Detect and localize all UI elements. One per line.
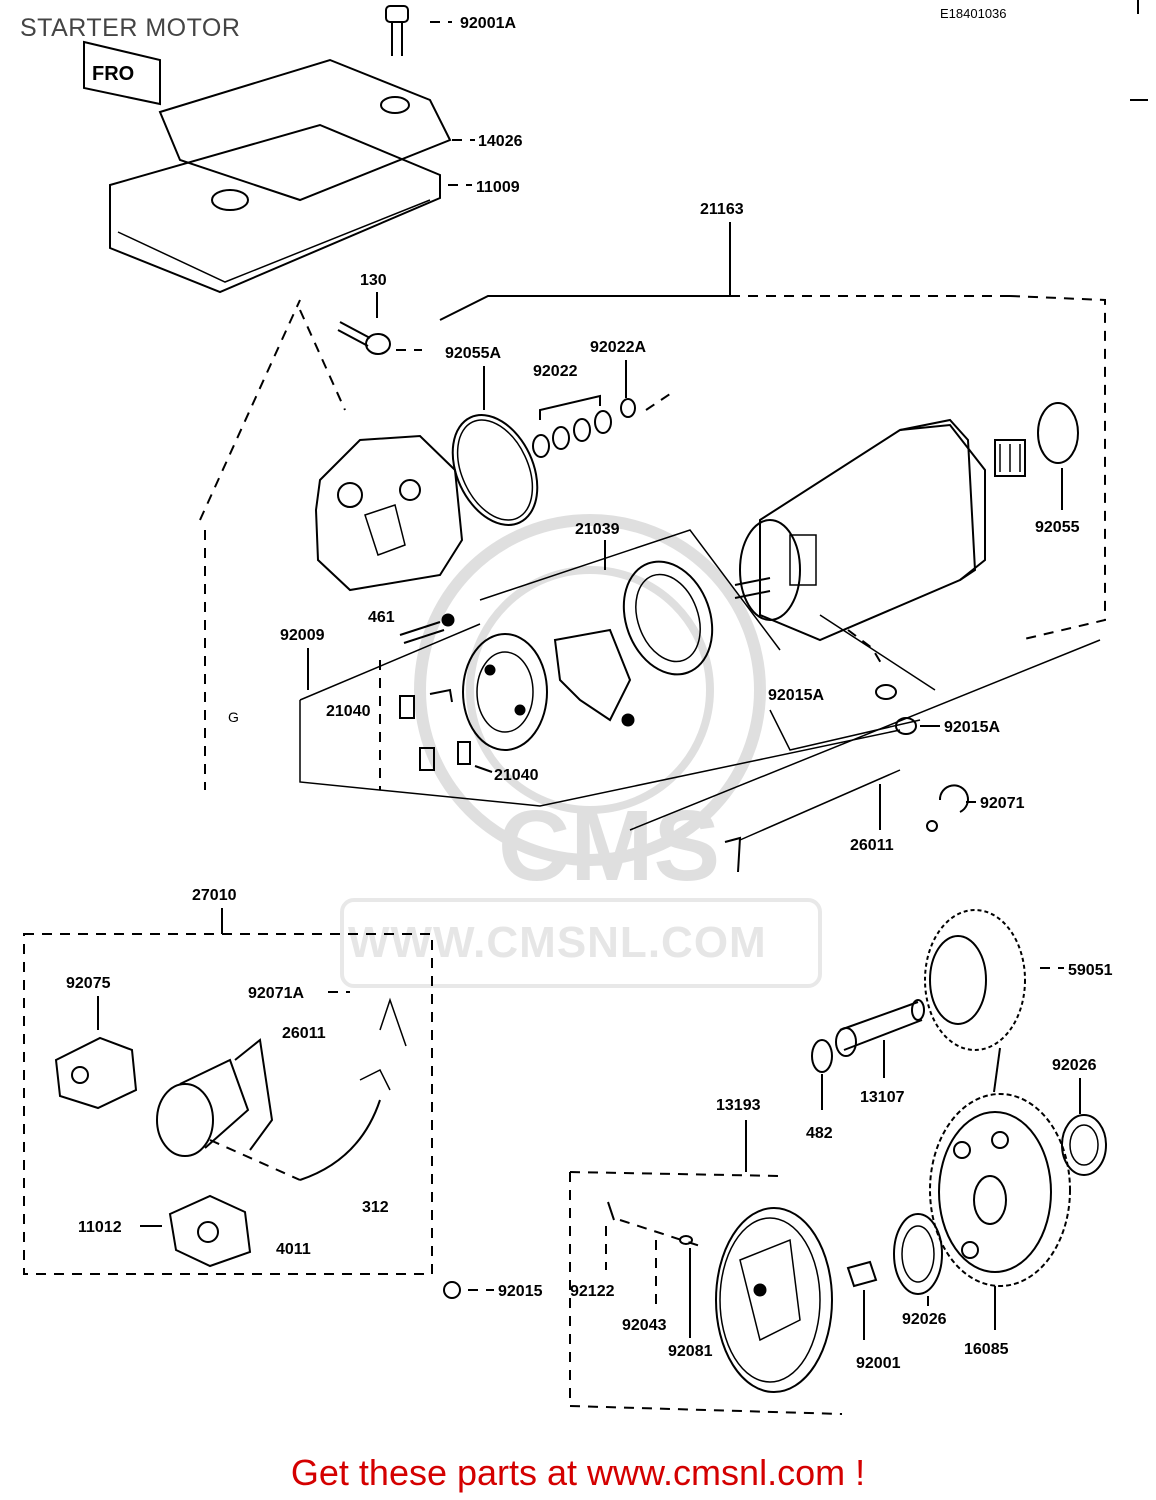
brush-plate-21039 — [622, 560, 714, 676]
part-label: 92015A — [768, 687, 824, 704]
shaft-13107 — [835, 999, 925, 1057]
washer-92026-lower — [893, 1213, 943, 1295]
washer-92026 — [1061, 1114, 1107, 1176]
leader-line — [439, 222, 731, 321]
cms-watermark-logo: CMS — [414, 514, 766, 902]
part-label: 11012 — [78, 1219, 122, 1236]
bolt-92001A — [385, 5, 452, 56]
part-label: 92122 — [570, 1283, 615, 1300]
brush-21040 — [399, 688, 471, 771]
motor-body — [734, 418, 1026, 642]
part-label: 92071 — [980, 795, 1025, 812]
part-label: 92026 — [902, 1311, 947, 1328]
part-label: 92009 — [280, 627, 325, 644]
part-label: 4011 — [276, 1241, 311, 1258]
bolt-92001 — [846, 1260, 878, 1340]
clutch-housing — [715, 1207, 833, 1393]
part-label: 21039 — [575, 521, 620, 538]
group-bracket — [1009, 295, 1106, 641]
part-label: 16085 — [964, 1341, 1009, 1358]
part-label: 26011 — [282, 1025, 326, 1042]
brush-holder — [462, 628, 635, 751]
front-tag: FRO — [83, 40, 161, 106]
part-label: 11009 — [476, 179, 520, 196]
part-label: 482 — [806, 1125, 833, 1142]
part-label: 312 — [362, 1199, 389, 1216]
screw-130 — [337, 321, 422, 355]
svg-text:G: G — [228, 709, 239, 725]
footer-link[interactable]: Get these parts at www.cmsnl.com ! — [290, 1452, 866, 1493]
page-title: STARTER MOTOR — [20, 14, 241, 42]
part-label: 92055A — [445, 345, 501, 362]
part-label: 26011 — [850, 837, 894, 854]
bracket-92075 — [54, 1036, 138, 1110]
part-label: 92075 — [66, 975, 111, 992]
circlip-482 — [811, 1039, 833, 1073]
part-label: 92043 — [622, 1317, 667, 1334]
part-label: 92055 — [1035, 519, 1080, 536]
o-ring-92055 — [1037, 402, 1079, 464]
sprocket-59051 — [924, 909, 1026, 1093]
diagram-code: E18401036 — [940, 6, 1007, 21]
part-label: 21040 — [326, 703, 371, 720]
part-label: 27010 — [192, 887, 237, 904]
part-label: 13193 — [716, 1097, 761, 1114]
group-bracket — [23, 933, 433, 1275]
part-label: 14026 — [478, 133, 523, 150]
part-label: 130 — [360, 272, 387, 289]
watermark-frame — [340, 898, 822, 988]
cover-11012 — [168, 1194, 252, 1268]
cover-14026 — [158, 58, 475, 202]
group-bracket — [299, 700, 901, 807]
circlip-92071 — [926, 784, 980, 832]
svg-text:FRO: FRO — [92, 63, 134, 85]
gasket-11009 — [109, 123, 472, 294]
part-label: 92026 — [1052, 1057, 1097, 1074]
part-label: 92001 — [856, 1355, 901, 1372]
part-label: 92081 — [668, 1343, 713, 1360]
part-label: 21040 — [494, 767, 539, 784]
part-label: 21163 — [700, 201, 744, 218]
part-label: 92015 — [498, 1283, 543, 1300]
gear-16085 — [929, 1093, 1071, 1330]
part-label: 13107 — [860, 1089, 905, 1106]
watermark-url: WWW.CMSNL.COM — [348, 918, 767, 967]
nut-92015 — [443, 1281, 461, 1299]
part-label: 92071A — [248, 985, 304, 1002]
small-parts-92122 — [605, 1201, 701, 1338]
part-label: 92022 — [533, 363, 578, 380]
part-label: 92022A — [590, 339, 646, 356]
part-label: 59051 — [1068, 962, 1113, 979]
end-cover — [299, 309, 464, 592]
part-label: 92001A — [460, 15, 516, 32]
part-label: 92015A — [944, 719, 1000, 736]
o-ring-92055A — [451, 414, 539, 526]
washers-92022 — [532, 393, 671, 458]
part-label: 461 — [368, 609, 395, 626]
switch-assembly — [156, 997, 407, 1181]
